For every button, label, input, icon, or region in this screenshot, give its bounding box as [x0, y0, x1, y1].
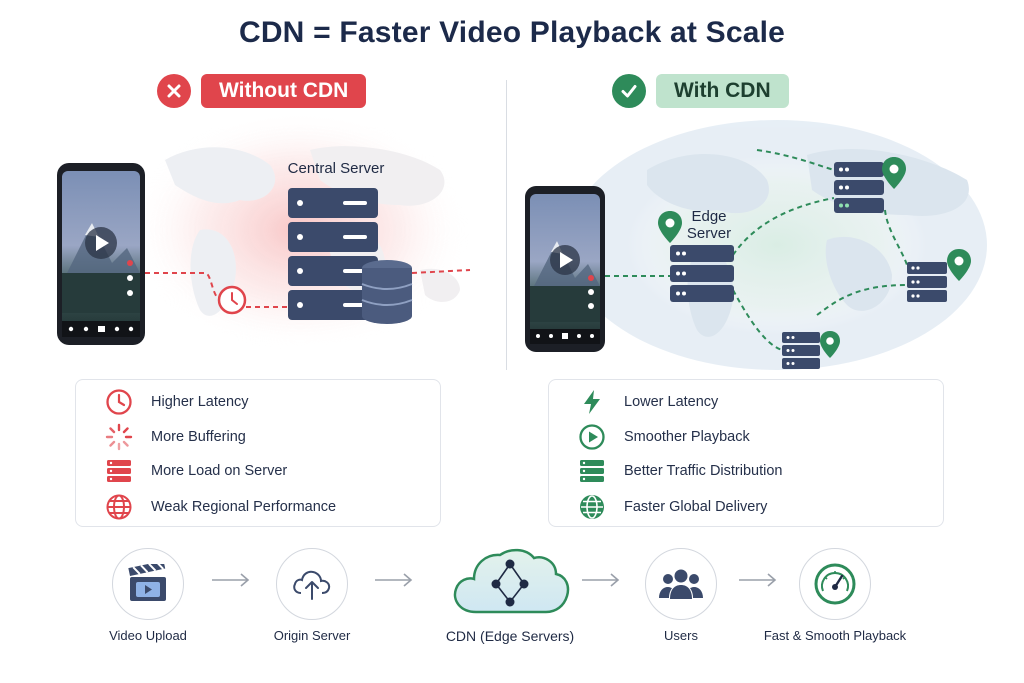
x-circle-icon [157, 74, 191, 108]
play-circle-icon [577, 422, 607, 452]
smartphone-left [57, 163, 145, 345]
flow-step-cdn: CDN (Edge Servers) [425, 548, 595, 644]
panel-divider [506, 80, 507, 370]
without-cdn-label: Without CDN [201, 74, 367, 108]
location-pin-icon [658, 211, 682, 243]
location-pin-icon [882, 157, 906, 189]
page-title: CDN = Faster Video Playback at Scale [238, 16, 786, 49]
feature-row: More Buffering [76, 422, 440, 452]
feature-label: More Buffering [151, 429, 246, 445]
location-pin-icon [820, 331, 840, 358]
flow-label: Users [664, 628, 698, 643]
arrow-right-icon [210, 572, 252, 593]
globe-icon [577, 492, 607, 522]
flow-label: Fast & Smooth Playback [763, 628, 907, 643]
arrow-right-icon [580, 572, 622, 593]
speedometer-icon [799, 548, 871, 620]
globe-icon [104, 492, 134, 522]
feature-label: Weak Regional Performance [151, 499, 337, 515]
feature-row: Smoother Playback [549, 422, 943, 452]
without-cdn-badge: Without CDN [157, 74, 367, 108]
flow-step-origin-server: Origin Server [237, 548, 387, 643]
database-icon [361, 260, 413, 324]
without-cdn-features: Higher Latency More Buffering More Load … [75, 379, 441, 527]
feature-label: Faster Global Delivery [624, 499, 768, 515]
clapperboard-icon [112, 548, 184, 620]
feature-row: Weak Regional Performance [76, 492, 440, 522]
feature-row: Lower Latency [549, 387, 943, 417]
feature-label: Lower Latency [624, 394, 719, 410]
feature-label: Better Traffic Distribution [624, 463, 783, 479]
users-icon [645, 548, 717, 620]
flow-step-users: Users [606, 548, 756, 643]
with-cdn-label: With CDN [656, 74, 789, 108]
feature-row: More Load on Server [76, 456, 440, 486]
flow-label: Origin Server [273, 628, 351, 643]
feature-row: Higher Latency [76, 387, 440, 417]
arrow-right-icon [373, 572, 415, 593]
latency-clock-icon [217, 285, 247, 315]
feature-label: Higher Latency [151, 394, 249, 410]
flow-step-video-upload: Video Upload [73, 548, 223, 643]
with-cdn-badge: With CDN [612, 74, 789, 108]
cloud-upload-icon [276, 548, 348, 620]
edge-server-label: Edge Server [686, 208, 732, 242]
without-cdn-scene: Central Server [0, 110, 506, 375]
edge-server-icon [670, 245, 734, 302]
lightning-icon [577, 387, 607, 417]
location-pin-icon [947, 249, 971, 281]
edge-server-icon [907, 262, 947, 302]
clock-icon [104, 387, 134, 417]
with-cdn-features: Lower Latency Smoother Playback Better T… [548, 379, 944, 527]
flow-label: CDN (Edge Servers) [445, 628, 575, 644]
world-map-backdrop [567, 120, 987, 370]
feature-label: More Load on Server [151, 463, 288, 479]
cdn-network-lines [605, 149, 908, 351]
with-cdn-scene: Edge Server [507, 110, 1024, 375]
arrow-right-icon [737, 572, 779, 593]
edge-server-icon [834, 162, 884, 213]
check-circle-icon [612, 74, 646, 108]
cdn-cloud-icon [448, 542, 572, 618]
central-server-icon [288, 188, 378, 320]
feature-row: Faster Global Delivery [549, 492, 943, 522]
central-server-label: Central Server [287, 160, 385, 177]
smartphone-right [525, 186, 605, 352]
feature-label: Smoother Playback [624, 429, 750, 445]
server-stack-icon [577, 456, 607, 486]
buffering-spinner-icon [104, 422, 134, 452]
flow-label: Video Upload [109, 628, 187, 643]
server-stack-icon [104, 456, 134, 486]
flow-step-fast-playback: Fast & Smooth Playback [760, 548, 910, 643]
edge-server-icon [782, 332, 820, 369]
feature-row: Better Traffic Distribution [549, 456, 943, 486]
